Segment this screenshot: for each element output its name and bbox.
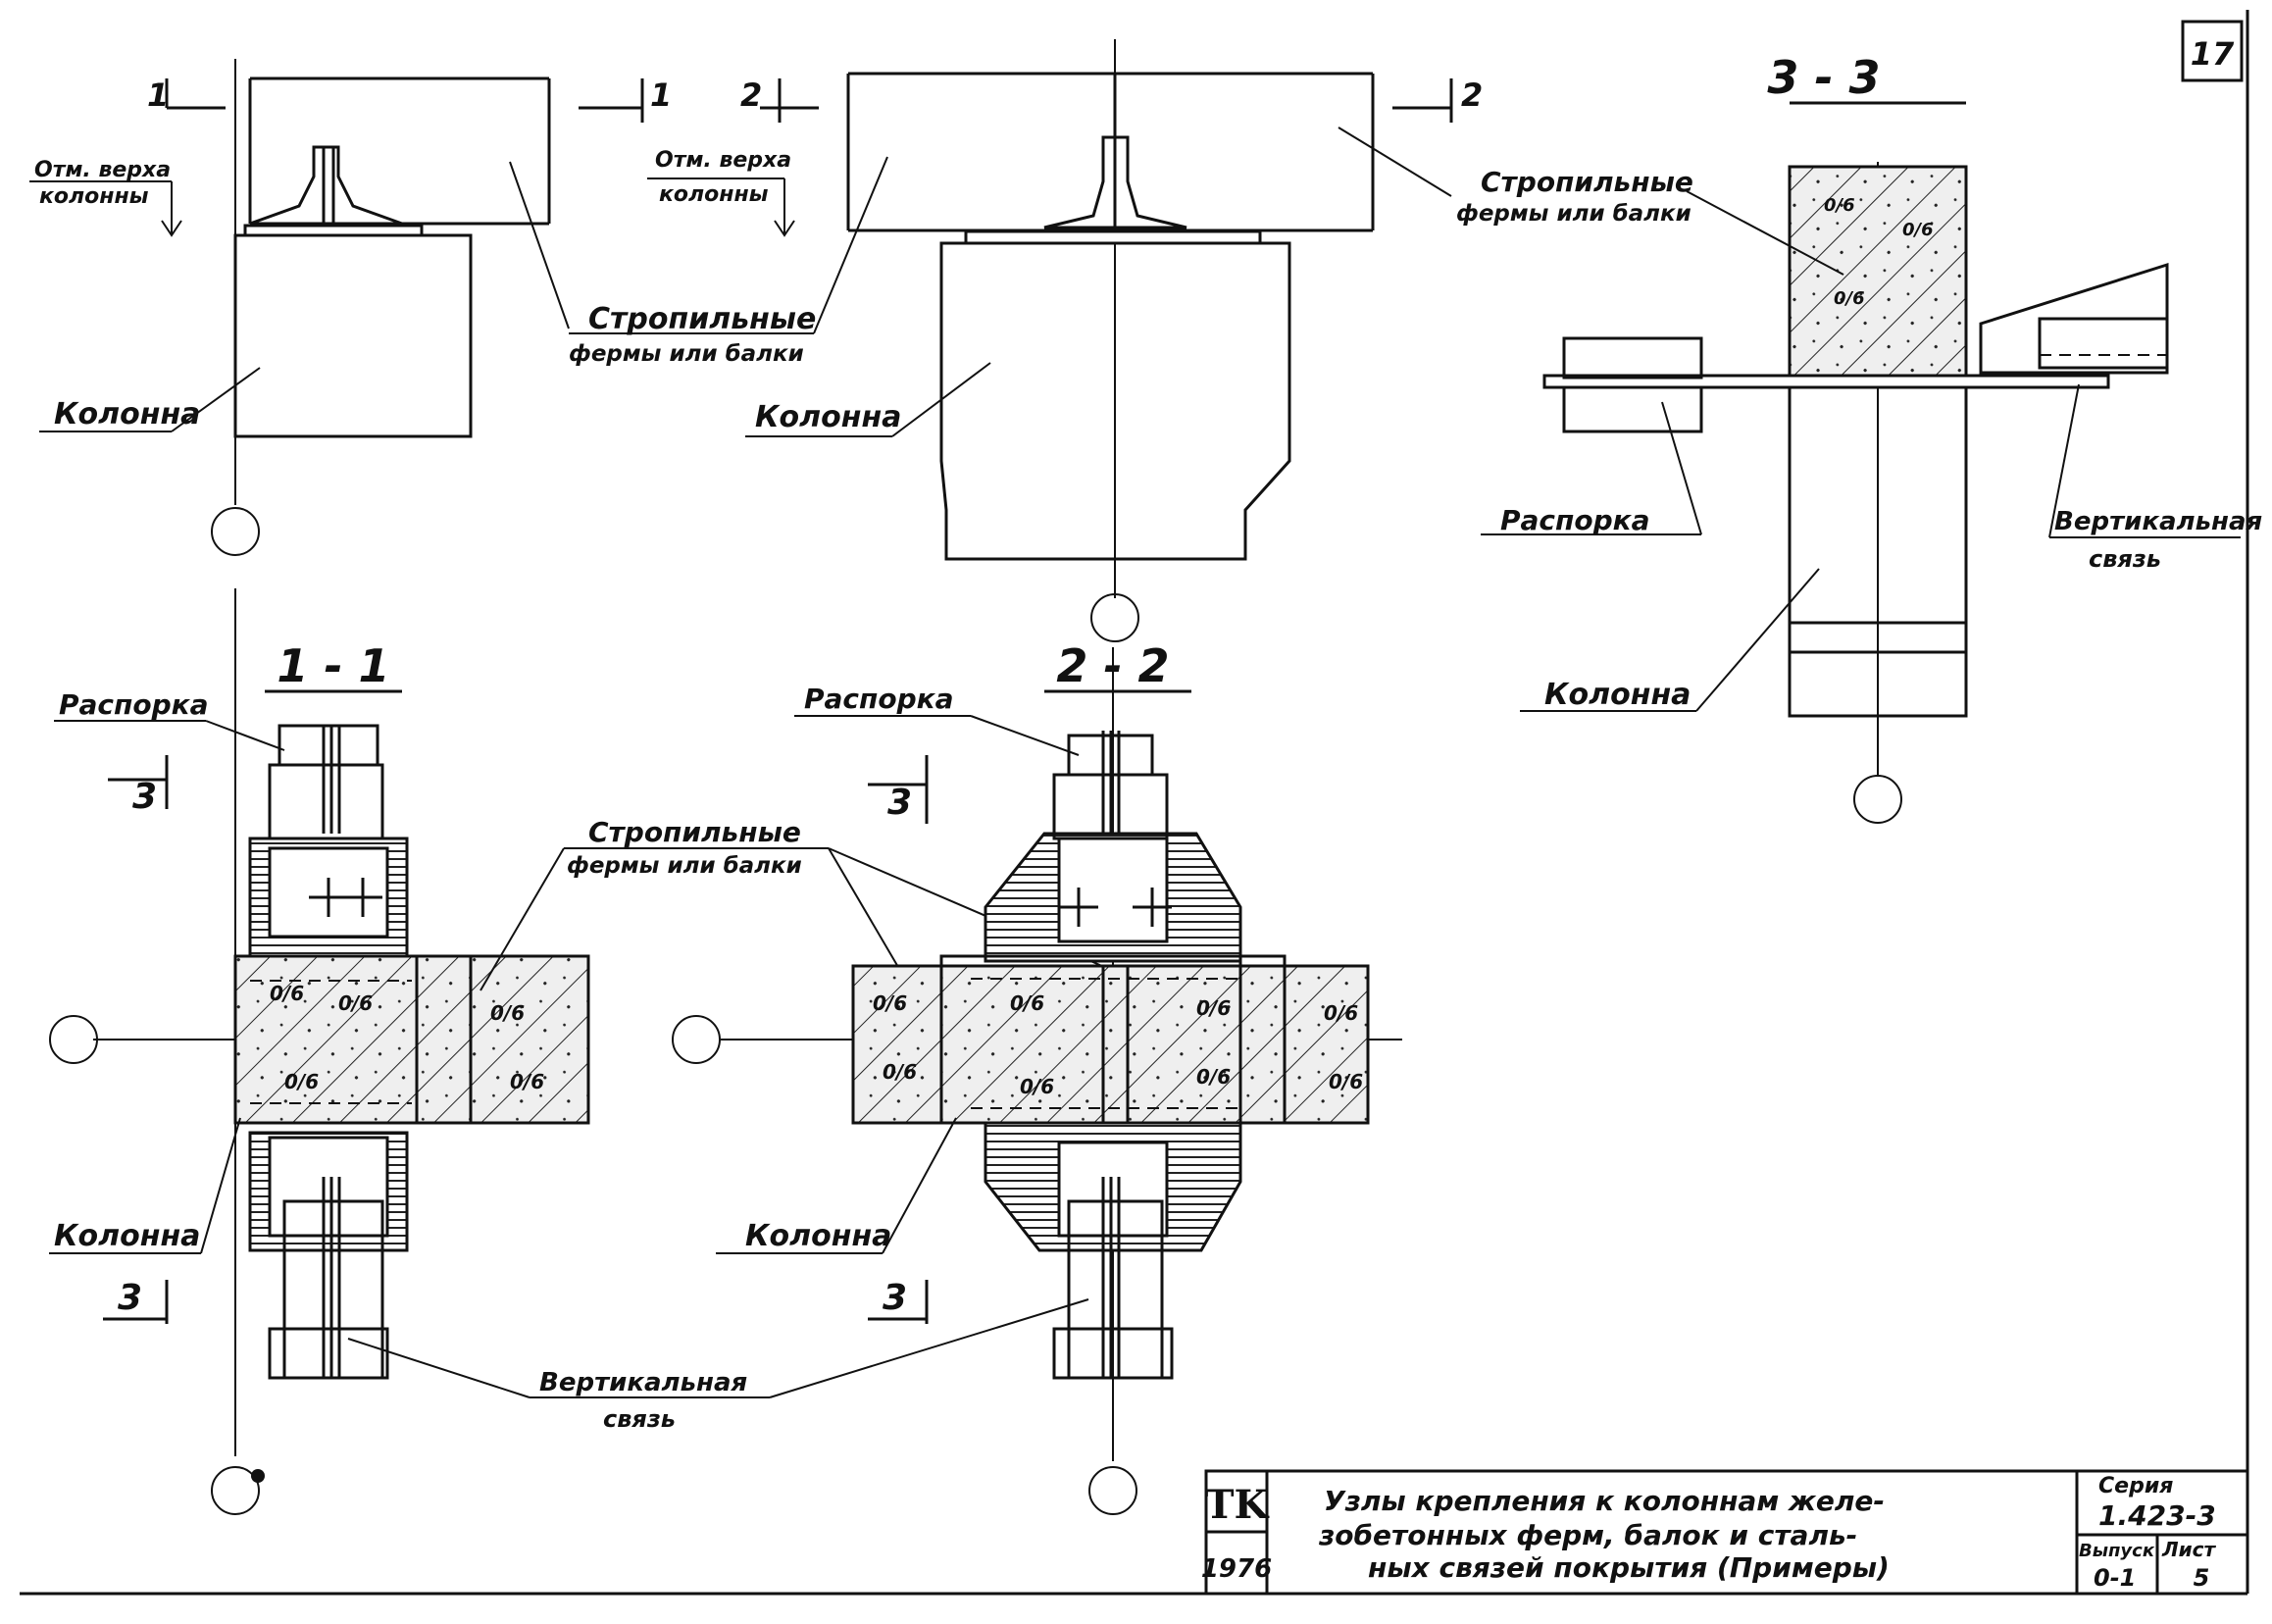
svg-text:2: 2 xyxy=(1461,76,1483,114)
svg-text:ных связей покрытия (Примеры): ных связей покрытия (Примеры) xyxy=(1368,1551,1890,1584)
truss-outline xyxy=(248,76,551,226)
svg-text:0/6: 0/6 xyxy=(1020,1075,1054,1098)
strut-left xyxy=(1562,336,1703,380)
svg-text:Серия: Серия xyxy=(2098,1474,2173,1498)
axis-bubble-left xyxy=(672,1015,721,1064)
svg-text:0/6: 0/6 xyxy=(873,991,907,1015)
svg-text:0/6: 0/6 xyxy=(338,991,373,1015)
column-label: Колонна xyxy=(54,397,200,431)
otm-label-line1: Отм. верха xyxy=(34,158,171,182)
sheet-value: 5 xyxy=(2194,1564,2210,1592)
svg-text:фермы или балки: фермы или балки xyxy=(1456,201,1691,227)
axis-bubble-bottom xyxy=(211,1466,260,1515)
svg-text:Выпуск: Выпуск xyxy=(2079,1541,2155,1561)
svg-text:Колонна: Колонна xyxy=(755,400,901,434)
section-3-3: 3 - 3 0/6 0/6 0/6 Распорка Вертикальная … xyxy=(1481,51,2262,824)
truss-cross-section xyxy=(851,964,1370,1125)
axis-bubble-left xyxy=(49,1015,98,1064)
vertical-bracing-label-bottom: Вертикальная связь xyxy=(347,1298,1089,1433)
axis-bubble-bottom xyxy=(1088,1466,1137,1515)
svg-text:Колонна: Колонна xyxy=(1544,678,1691,712)
axis-bubble xyxy=(1090,593,1139,642)
svg-text:1: 1 xyxy=(650,76,672,114)
truss-support-node xyxy=(249,145,403,226)
page-number: 17 xyxy=(2191,35,2235,73)
section-3-3-title: 3 - 3 xyxy=(1767,51,1880,104)
svg-text:фермы или балки: фермы или балки xyxy=(569,341,804,367)
svg-text:0/6: 0/6 xyxy=(1196,1065,1231,1089)
svg-text:Стропильные: Стропильные xyxy=(1481,166,1693,198)
cut-mark-1: 1 xyxy=(147,76,169,114)
section-2-2: 2 - 2 0/6 0/6 0/6 0/6 0/6 0/6 0/6 0/6 xyxy=(672,639,1402,1515)
svg-text:0/6: 0/6 xyxy=(284,1070,319,1093)
svg-text:0/6: 0/6 xyxy=(1196,996,1231,1020)
truss-outline xyxy=(846,72,1375,232)
svg-text:связь: связь xyxy=(2089,545,2161,573)
year-box xyxy=(1204,1530,1269,1596)
svg-text:0/6: 0/6 xyxy=(1902,220,1934,240)
svg-text:0/6: 0/6 xyxy=(883,1060,917,1084)
svg-text:3: 3 xyxy=(887,783,912,823)
svg-text:фермы или балки: фермы или балки xyxy=(567,853,802,879)
svg-text:Лист: Лист xyxy=(2161,1538,2216,1561)
column-body xyxy=(233,233,473,438)
svg-text:0/6: 0/6 xyxy=(270,982,304,1005)
svg-text:3: 3 xyxy=(883,1278,907,1318)
svg-text:0/6: 0/6 xyxy=(490,1001,525,1025)
svg-text:Вертикальная: Вертикальная xyxy=(2054,507,2262,536)
svg-text:Колонна: Колонна xyxy=(54,1219,200,1253)
page-number-box xyxy=(2181,20,2244,82)
svg-text:0/6: 0/6 xyxy=(1324,1001,1358,1025)
sheet-frame: 17 xyxy=(20,10,2249,1596)
svg-text:Колонна: Колонна xyxy=(745,1219,891,1253)
column-head-plate xyxy=(964,229,1262,245)
issue-value: 0-1 xyxy=(2094,1564,2136,1592)
strut-end xyxy=(268,763,384,840)
svg-text:колонны: колонны xyxy=(39,184,149,209)
svg-text:0/6: 0/6 xyxy=(1010,991,1044,1015)
svg-text:Распорка: Распорка xyxy=(1500,504,1650,536)
svg-text:3: 3 xyxy=(132,777,157,817)
elevation-2: 2 2 Отм. верха колонны Колонна Стропильн… xyxy=(647,39,1693,642)
title-line1: Узлы крепления к колоннам желе- xyxy=(1324,1485,1885,1517)
section-1-1: 1 - 1 0/6 0/6 0/6 0/6 0/6 3 xyxy=(49,588,590,1515)
year: 1976 xyxy=(1201,1554,1272,1584)
svg-text:связь: связь xyxy=(603,1405,676,1433)
svg-text:Стропильные: Стропильные xyxy=(588,816,801,848)
tk-logo: TK xyxy=(1205,1482,1270,1528)
svg-text:0/6: 0/6 xyxy=(1824,195,1855,216)
svg-text:0/6: 0/6 xyxy=(1834,288,1865,309)
elevation-1: 1 1 Отм. верха колонны Колонна xyxy=(29,59,672,556)
svg-text:колонны: колонны xyxy=(659,182,769,207)
series-value: 1.423-3 xyxy=(2098,1499,2216,1532)
svg-text:0/6: 0/6 xyxy=(1329,1070,1363,1093)
section-1-1-title: 1 - 1 xyxy=(277,639,389,692)
svg-text:0/6: 0/6 xyxy=(510,1070,544,1093)
title-block: TK 1976 Узлы крепления к колоннам желе- … xyxy=(1201,1469,2247,1596)
svg-text:Вертикальная: Вертикальная xyxy=(539,1368,747,1397)
svg-text:3: 3 xyxy=(118,1278,142,1318)
svg-text:2: 2 xyxy=(740,76,762,114)
svg-text:Стропильные: Стропильные xyxy=(588,302,816,336)
axis-bubble xyxy=(211,507,260,556)
axis-bubble xyxy=(1853,775,1902,824)
svg-text:Отм. верха: Отм. верха xyxy=(655,148,791,173)
svg-text:Распорка: Распорка xyxy=(804,683,954,715)
svg-text:Распорка: Распорка xyxy=(59,688,209,721)
svg-text:зобетонных ферм, балок и сталь: зобетонных ферм, балок и сталь- xyxy=(1318,1519,1857,1551)
trusses-label-top: Стропильные фермы или балки xyxy=(569,156,888,367)
column-body xyxy=(939,241,1291,561)
vertical-bracing-right xyxy=(1979,262,2169,375)
truss-support-node xyxy=(1043,135,1187,229)
truss-cross-section xyxy=(1788,165,1968,380)
